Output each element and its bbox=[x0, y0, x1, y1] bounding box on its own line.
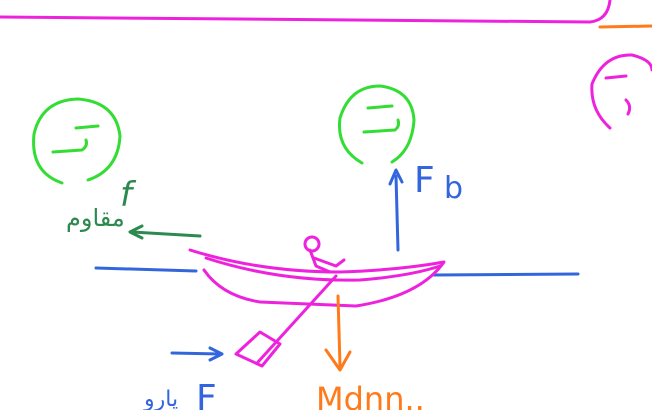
buoyancy-subscript: b bbox=[444, 171, 463, 206]
orange-corner-stroke bbox=[600, 26, 652, 27]
resistance-arrow bbox=[130, 226, 200, 238]
smiley-right-icon bbox=[592, 55, 652, 128]
top-divider-line bbox=[0, 0, 610, 22]
resistance-word: مقاوم bbox=[66, 204, 125, 232]
rower-figure bbox=[305, 237, 344, 272]
buoyancy-arrow bbox=[390, 170, 402, 250]
paddle-force-symbol: F bbox=[196, 378, 217, 410]
paddle-force-word: پارو bbox=[143, 387, 178, 410]
water-line-right bbox=[434, 274, 578, 275]
paddle-force-arrow bbox=[172, 348, 222, 360]
water-line-left bbox=[96, 268, 196, 271]
smiley-left-icon bbox=[34, 99, 120, 183]
smiley-center-icon bbox=[339, 86, 414, 163]
buoyancy-symbol: F bbox=[414, 160, 435, 201]
weight-label: Mdnn.. bbox=[316, 380, 425, 410]
paddle bbox=[236, 276, 336, 366]
